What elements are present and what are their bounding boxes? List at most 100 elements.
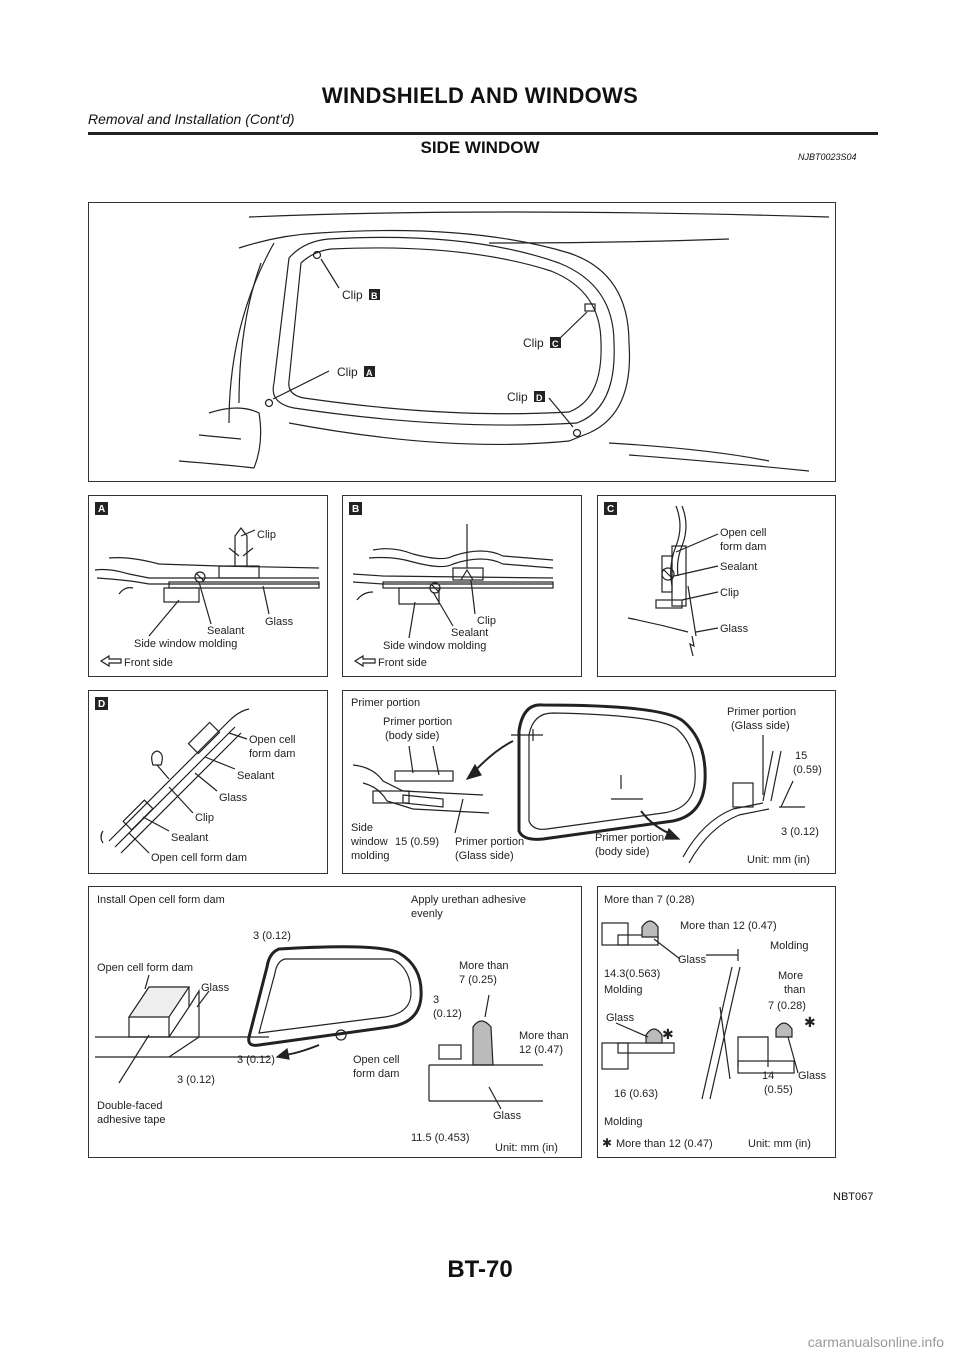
page-number: BT-70 (447, 1256, 513, 1283)
primer-glass-label-b2: (Glass side) (455, 850, 514, 862)
primer-side-label-2: window (350, 836, 388, 848)
detail-panel-b: B Clip Sealant Side window molding Front… (342, 495, 582, 677)
panel-a-clip-label: Clip (257, 529, 276, 541)
more-label-7: More than 7 (0.28) (604, 894, 695, 906)
install-dim-115: 11.5 (0.453) (411, 1132, 470, 1144)
overview-ref-c: C (552, 339, 559, 349)
more-molding-label-2: Molding (770, 940, 809, 952)
more-note: More than 12 (0.47) (616, 1138, 713, 1150)
primer-dim-15a: 15 (795, 750, 807, 762)
panel-d-dam-full-label: Open cell form dam (151, 852, 247, 864)
install-more7-label-1: More than (459, 960, 509, 972)
panel-c-clip-label: Clip (720, 587, 739, 599)
install-dim-3r-2: (0.12) (433, 1008, 462, 1020)
more-glass-label-1: Glass (678, 954, 707, 966)
primer-dim-3: 3 (0.12) (781, 826, 819, 838)
overview-ref-d: D (536, 393, 543, 403)
overview-clip-label-d: Clip (507, 390, 528, 404)
watermark: carmanualsonline.info (807, 1334, 944, 1350)
panel-d-dam-label-2: form dam (249, 748, 295, 760)
panel-c-dam-label-2: form dam (720, 541, 766, 553)
page-header-title: WINDSHIELD AND WINDOWS (321, 83, 639, 108)
primer-side-label-1: Side (351, 822, 373, 834)
install-more7-label-2: 7 (0.25) (459, 974, 497, 986)
primer-glass-label-1: Primer portion (727, 706, 796, 718)
more-asterisk-1: ✱ (662, 1026, 674, 1042)
overview-ref-b: B (371, 291, 378, 301)
more-asterisk-2: ✱ (804, 1014, 816, 1030)
panel-d-clip-label: Clip (195, 812, 214, 824)
section-code: NJBT0023S04 (798, 152, 857, 162)
panel-a-molding-label: Side window molding (134, 638, 237, 650)
panel-d-dam-label-1: Open cell (249, 734, 295, 746)
figure-id: NBT067 (833, 1191, 874, 1203)
clearance-panel: More than 7 (0.28) More than 12 (0.47) G… (597, 886, 836, 1158)
panel-c-glass-label: Glass (720, 623, 749, 635)
panel-b-molding-label: Side window molding (383, 640, 486, 652)
primer-body-label-1: Primer portion (383, 716, 452, 728)
more-dim-14a: 14 (762, 1070, 774, 1082)
install-more12-label-1: More than (519, 1030, 569, 1042)
install-glass-label-2: Glass (493, 1110, 522, 1122)
primer-glass-label-b1: Primer portion (455, 836, 524, 848)
panel-c-sealant-label: Sealant (720, 561, 757, 573)
panel-c-dam-label-1: Open cell (720, 527, 766, 539)
primer-label: Primer portion (351, 697, 420, 709)
panel-d-badge: D (98, 699, 105, 710)
more-molding-label-3: Molding (604, 1116, 643, 1128)
detail-panel-c: C Open cell form dam Sealant Clip Glass (597, 495, 836, 677)
detail-panel-d: D Open cell form dam Sealant Glass Clip … (88, 690, 328, 874)
primer-glass-label-2: (Glass side) (731, 720, 790, 732)
install-tape-label-1: Double-faced (97, 1100, 162, 1112)
panel-b-sealant-label: Sealant (451, 627, 488, 639)
overview-ref-a: A (366, 368, 373, 378)
install-oc-label-1: Open cell (353, 1054, 399, 1066)
install-dim-3-top: 3 (0.12) (253, 930, 291, 942)
panel-b-clip-label: Clip (477, 615, 496, 627)
panel-b-front-side: Front side (378, 657, 427, 669)
install-dim-3-left: 3 (0.12) (237, 1054, 275, 1066)
primer-body-label-b1: Primer portion (595, 832, 664, 844)
panel-d-sealant-label: Sealant (237, 770, 274, 782)
panel-a-front-side: Front side (124, 657, 173, 669)
overview-clip-label-b: Clip (342, 288, 363, 302)
more-note-asterisk: ✱ (602, 1136, 612, 1150)
panel-d-sealant-label-2: Sealant (171, 832, 208, 844)
more-label-12: More than 12 (0.47) (680, 920, 777, 932)
more-unit: Unit: mm (in) (748, 1138, 811, 1150)
panel-b-badge: B (352, 504, 359, 515)
primer-dim-15b: (0.59) (793, 764, 822, 776)
primer-unit: Unit: mm (in) (747, 854, 810, 866)
install-dim-3r-1: 3 (433, 994, 439, 1006)
install-tape-label-2: adhesive tape (97, 1114, 166, 1126)
overview-figure: Clip B Clip C Clip A Clip D (88, 202, 836, 482)
panel-c-badge: C (607, 504, 614, 515)
panel-a-badge: A (98, 504, 105, 515)
more-m-label-1: More (778, 970, 803, 982)
overview-clip-label-c: Clip (523, 336, 544, 350)
install-dam-label: Open cell form dam (97, 962, 193, 974)
more-glass-label-2: Glass (606, 1012, 635, 1024)
install-more12-label-2: 12 (0.47) (519, 1044, 563, 1056)
panel-a-sealant-label: Sealant (207, 625, 244, 637)
panel-d-glass-label: Glass (219, 792, 248, 804)
primer-body-label-2: (body side) (385, 730, 439, 742)
more-m-label-2: than (784, 984, 805, 996)
install-oc-label-2: form dam (353, 1068, 399, 1080)
install-apply-1: Apply urethan adhesive (411, 894, 526, 906)
more-dim-16: 16 (0.63) (614, 1088, 658, 1100)
more-m-label-3: 7 (0.28) (768, 1000, 806, 1012)
detail-panel-a: A Clip Glass Sealant Side window molding… (88, 495, 328, 677)
install-panel: Install Open cell form dam Apply urethan… (88, 886, 582, 1158)
panel-a-glass-label: Glass (265, 616, 294, 628)
install-dim-3-bottom: 3 (0.12) (177, 1074, 215, 1086)
primer-panel: Primer portion Primer portion (body side… (342, 690, 836, 874)
install-apply-2: evenly (411, 908, 443, 920)
install-unit: Unit: mm (in) (495, 1142, 558, 1154)
primer-body-label-b2: (body side) (595, 846, 649, 858)
install-title: Install Open cell form dam (97, 894, 225, 906)
page-header-subtitle: Removal and Installation (Cont'd) (88, 111, 295, 127)
more-molding-label-1: Molding (604, 984, 643, 996)
primer-dim-15: 15 (0.59) (395, 836, 439, 848)
header-rule (88, 132, 878, 135)
